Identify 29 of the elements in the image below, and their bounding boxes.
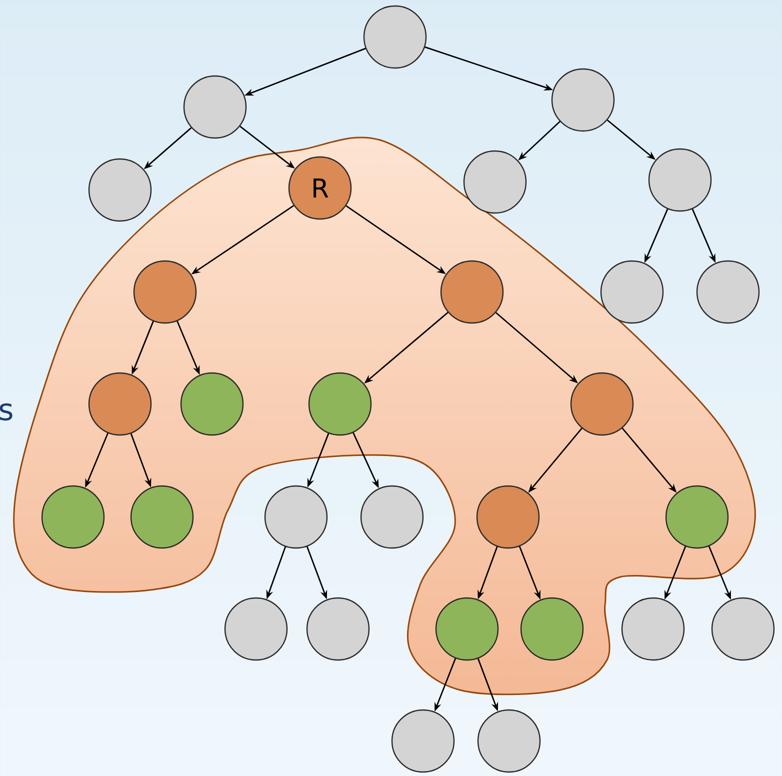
node-circle bbox=[600, 260, 664, 324]
node-circle bbox=[363, 5, 427, 69]
node-circle bbox=[476, 485, 540, 549]
node-circle bbox=[440, 260, 504, 324]
label-text: s bbox=[0, 403, 12, 421]
node-circle bbox=[306, 597, 370, 661]
node-circle bbox=[133, 260, 197, 324]
node-circle bbox=[180, 372, 244, 436]
node-circle bbox=[264, 485, 328, 549]
node-circle bbox=[477, 709, 541, 773]
node-circle bbox=[88, 372, 152, 436]
node-circle bbox=[696, 260, 760, 324]
node-circle bbox=[621, 597, 685, 661]
node-circle bbox=[391, 709, 455, 773]
node-circle bbox=[130, 485, 194, 549]
node-circle bbox=[41, 485, 105, 549]
node-circle bbox=[648, 148, 712, 212]
node-circle bbox=[435, 597, 499, 661]
node-circle bbox=[224, 597, 288, 661]
node-circle bbox=[360, 485, 424, 549]
node-circle bbox=[551, 68, 615, 132]
node-circle bbox=[183, 75, 247, 139]
node-circle bbox=[520, 597, 584, 661]
node-circle bbox=[463, 150, 527, 214]
node-circle bbox=[711, 597, 775, 661]
node-circle bbox=[88, 158, 152, 222]
node-circle bbox=[570, 372, 634, 436]
node-circle bbox=[308, 372, 372, 436]
node-circle bbox=[665, 485, 729, 549]
